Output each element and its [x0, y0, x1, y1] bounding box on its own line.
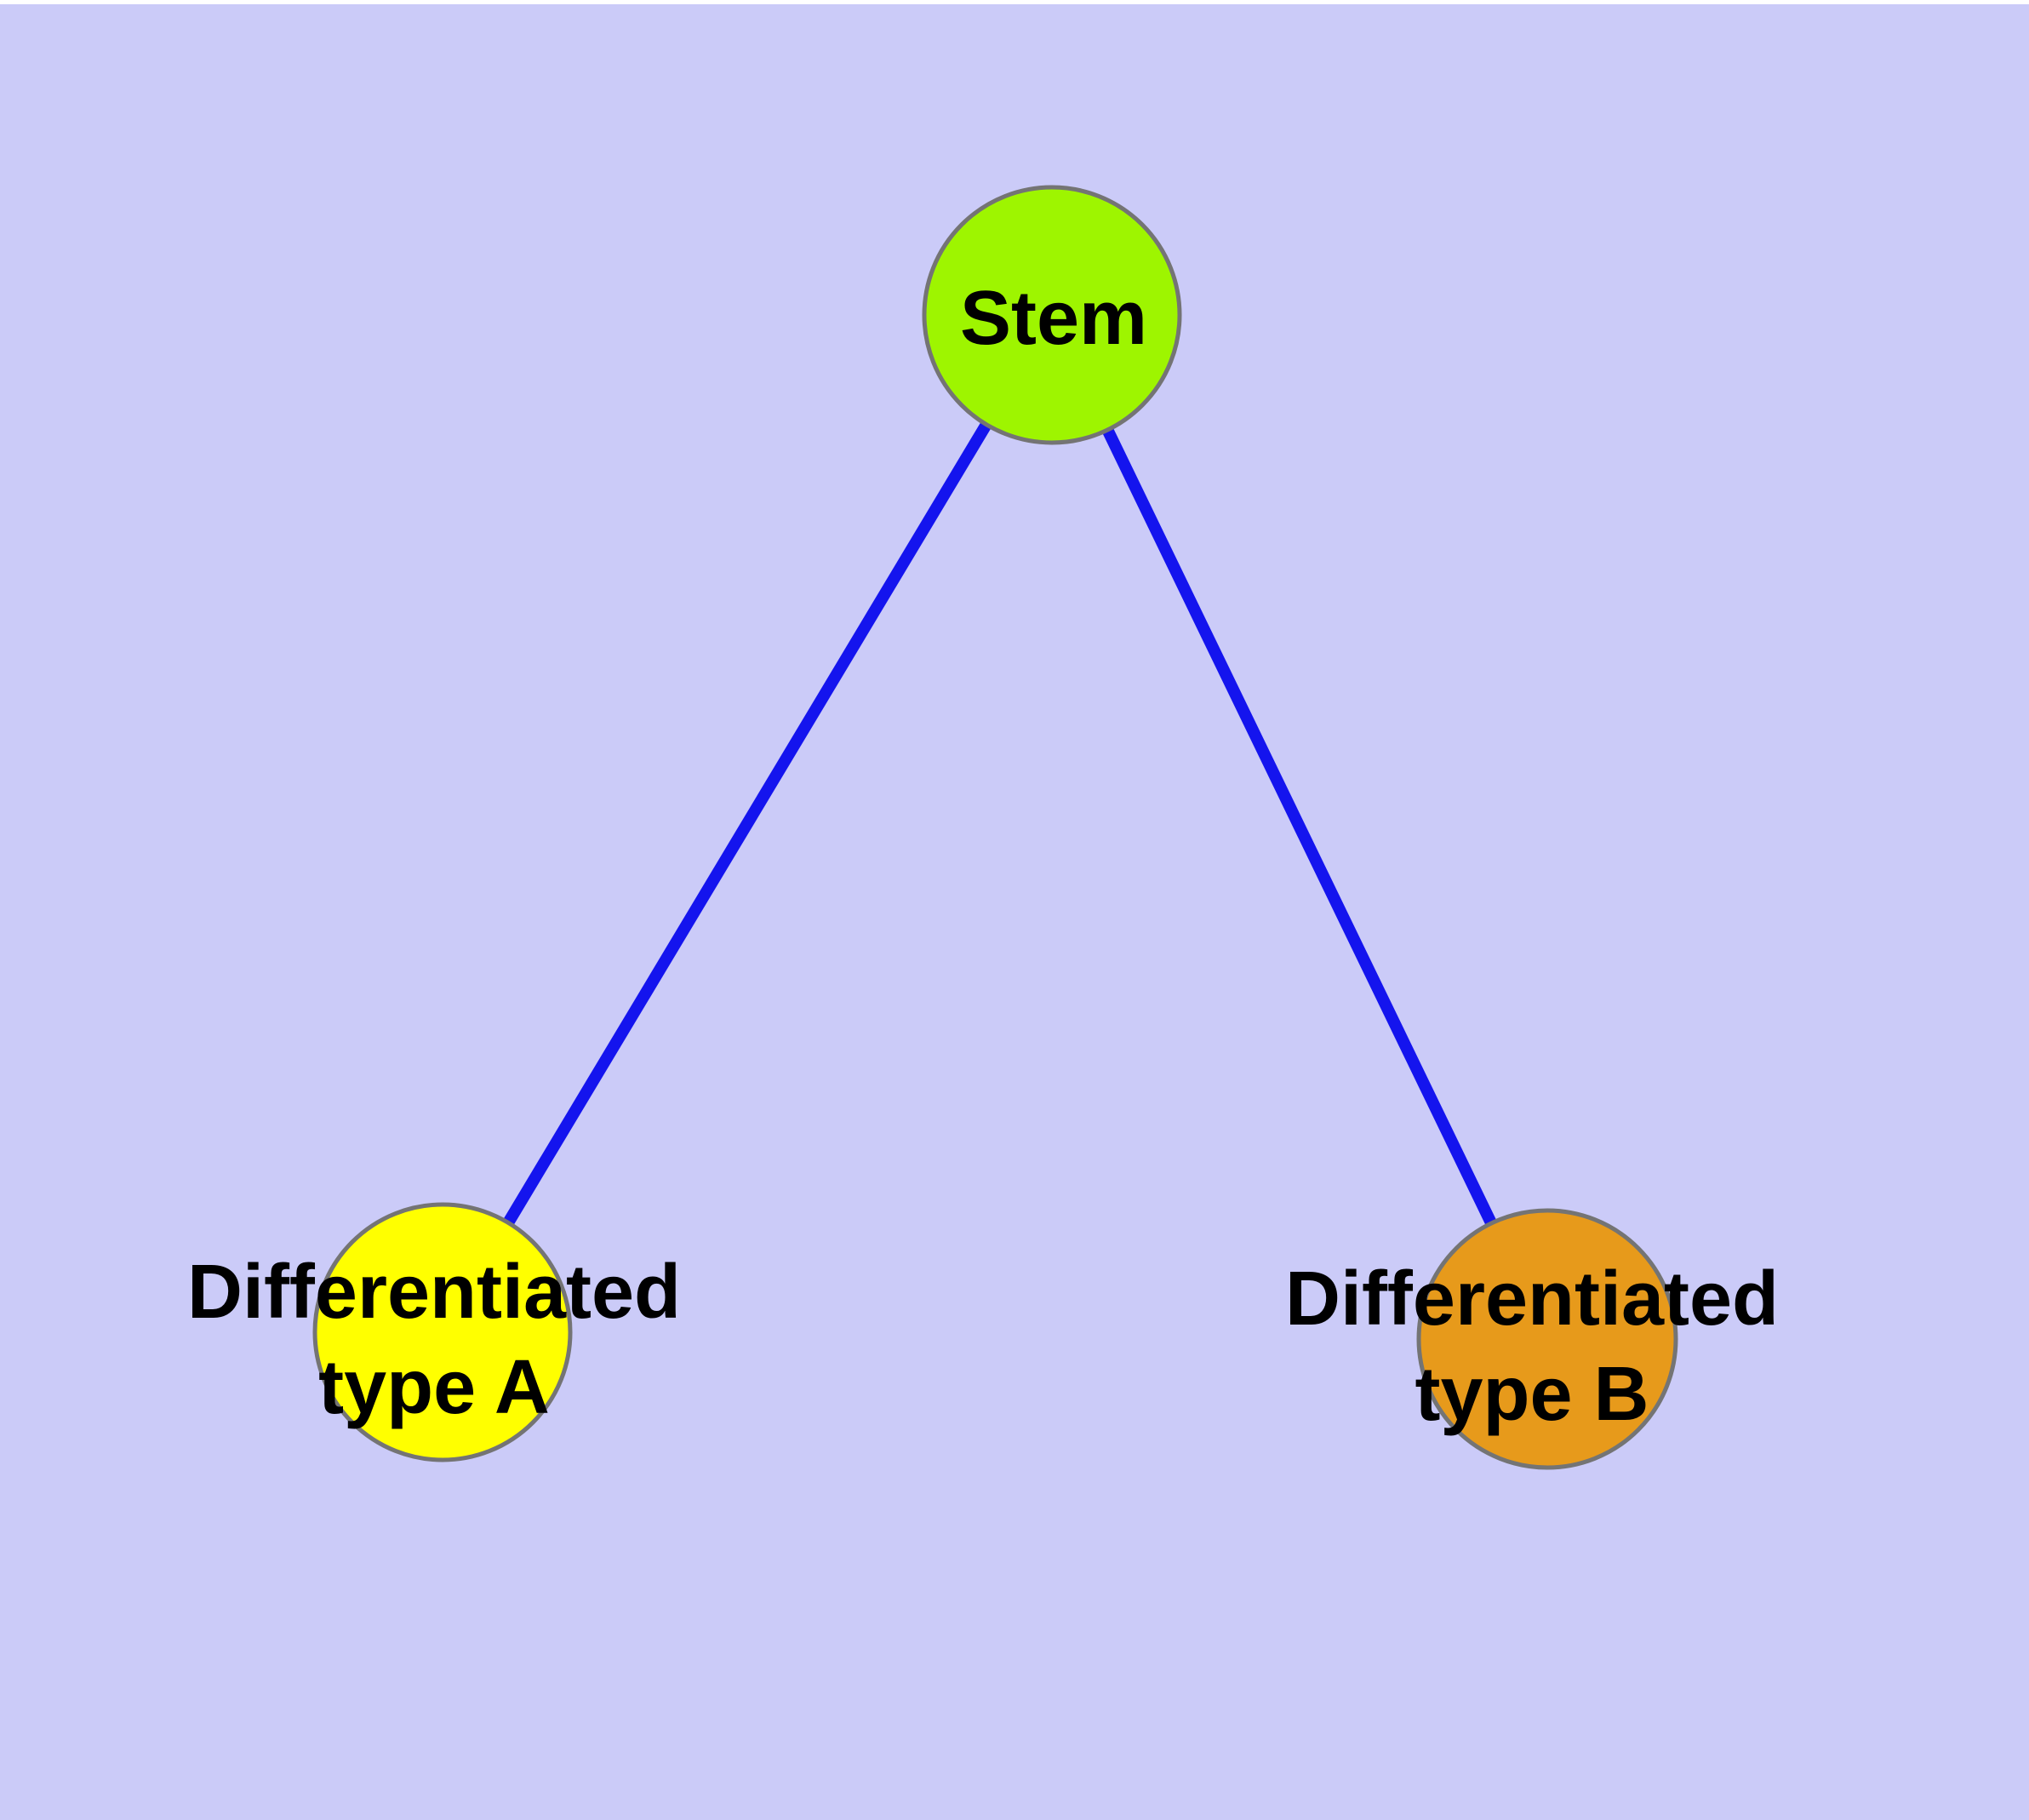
label-layer: Stem Differentiated type A Differentiate…: [187, 276, 1779, 1437]
node-differentiated-type-b: [1416, 1208, 1678, 1470]
edge-stem-to-type-b: [1046, 312, 1553, 1342]
edge-stem-to-type-a: [437, 312, 1058, 1336]
node-type-b-label-line-2: type B: [1415, 1352, 1649, 1437]
node-stem-label: Stem: [960, 276, 1147, 361]
node-layer: [312, 185, 1678, 1470]
node-type-a-label-line-1: Differentiated: [187, 1250, 681, 1335]
node-differentiated-type-a: [312, 1202, 573, 1462]
edge-layer: [437, 312, 1553, 1342]
node-stem: [922, 185, 1182, 445]
node-type-a-label-line-2: type A: [318, 1345, 550, 1430]
node-type-b-label-line-1: Differentiated: [1285, 1256, 1779, 1342]
